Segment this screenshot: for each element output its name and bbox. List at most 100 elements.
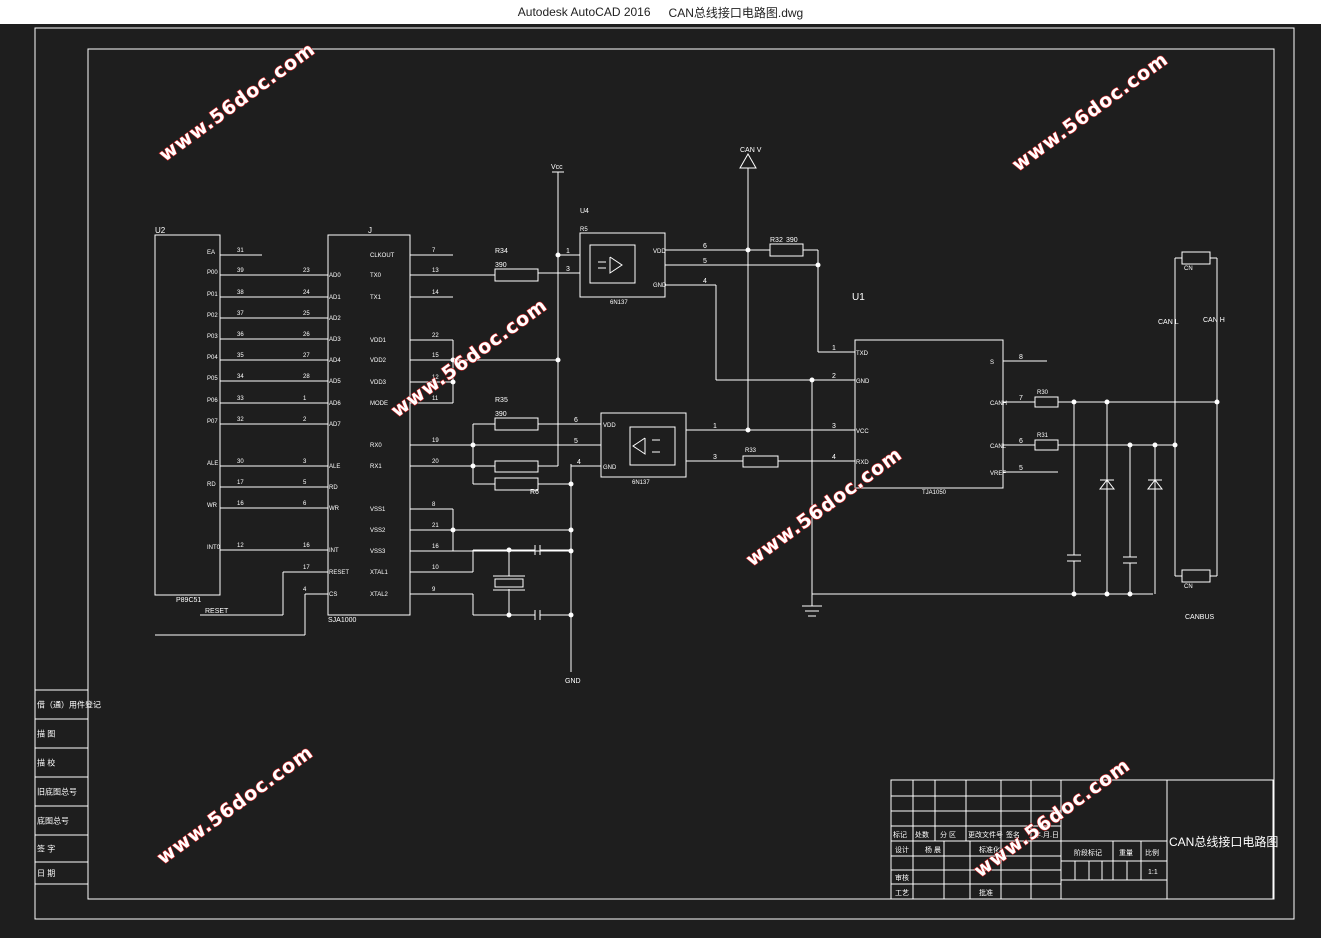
u2-pin-12: INT0: [207, 545, 221, 551]
gnd-label-left: GND: [565, 678, 581, 685]
svg-text:5: 5: [703, 258, 707, 265]
svg-text:R6: R6: [530, 489, 539, 496]
sja-left-num-10: 6: [303, 501, 307, 507]
window-title-bar: Autodesk AutoCAD 2016 CAN总线接口电路图.dwg: [0, 0, 1321, 25]
svg-text:标准化: 标准化: [979, 845, 1000, 854]
watermark-5: www.56doc.com: [153, 741, 318, 869]
sja-left-pin-0: AD0: [329, 273, 341, 279]
ic-sja1000: J SJA1000: [327, 226, 411, 624]
u2-pin-10: RD: [207, 482, 216, 488]
u2-pin-11: WR: [207, 503, 218, 509]
left-table-cell-2: 描 校: [37, 758, 55, 768]
sja-left-num-12: 17: [303, 565, 310, 571]
sja-right-pin-12: XTAL1: [370, 570, 389, 576]
can-bus-network: R30 R31: [1003, 251, 1225, 621]
svg-text:R34: R34: [495, 248, 508, 255]
outer-frame: [34, 27, 1295, 920]
tja-right-num-2: 6: [1019, 438, 1023, 445]
left-table-cell-1: 描 图: [37, 729, 55, 739]
u2-pin-num-1: 39: [237, 268, 244, 274]
u4-gnd: GND: [653, 283, 667, 289]
sja-right-num-5: 12: [432, 375, 439, 381]
sja-right-num-11: 16: [432, 544, 439, 550]
svg-text:R30: R30: [1037, 390, 1049, 396]
u2-pin-1: P00: [207, 270, 218, 276]
sja-left-num-9: 5: [303, 480, 307, 486]
sja-left-num-4: 27: [303, 353, 310, 359]
sja-right-pin-7: RX0: [370, 443, 382, 449]
u1-part: TJA1050: [922, 490, 947, 496]
watermark-4: www.56doc.com: [742, 443, 907, 571]
u2-pin-num-6: 34: [237, 374, 244, 380]
u2-pin-num-0: 31: [237, 248, 244, 254]
tja-left-pin-2: VCC: [856, 429, 869, 435]
tja-left-num-1: 2: [832, 373, 836, 380]
watermark-3: www.56doc.com: [387, 294, 552, 422]
sja-left-pin-7: AD7: [329, 422, 341, 428]
transceiver-tja1050: U1 TJA1050: [802, 292, 1153, 617]
tja-left-num-3: 4: [832, 454, 836, 461]
app-name: Autodesk AutoCAD 2016: [517, 5, 651, 19]
svg-text:6: 6: [574, 417, 578, 424]
opto-u4: U4 R5 6N137 VDD GND 1 3 6 5 4: [538, 208, 855, 381]
sja-right-num-7: 19: [432, 438, 439, 444]
u2-pin-num-3: 37: [237, 311, 244, 317]
svg-text:4: 4: [703, 278, 707, 285]
sja-right-num-0: 7: [432, 248, 436, 254]
u2-pin-5: P04: [207, 355, 218, 361]
sja-left-num-7: 2: [303, 417, 307, 423]
svg-text:4: 4: [577, 459, 581, 466]
u2-pin-num-12: 12: [237, 543, 244, 549]
svg-text:处数: 处数: [915, 830, 929, 839]
svg-text:390: 390: [495, 411, 507, 418]
sja-right-pin-8: RX1: [370, 464, 382, 470]
svg-text:R33: R33: [745, 448, 757, 454]
sja-ref: J: [368, 226, 372, 235]
sja-right-pin-6: MODE: [370, 401, 388, 407]
svg-text:审核: 审核: [895, 873, 909, 882]
u2-pin-num-8: 32: [237, 417, 244, 423]
sja-right-pin-4: VDD2: [370, 358, 387, 364]
u2-pin-4: P03: [207, 334, 218, 340]
canbus-label: CANBUS: [1185, 614, 1215, 621]
sja-right-num-9: 8: [432, 502, 436, 508]
sja-right-pin-3: VDD1: [370, 338, 387, 344]
tja-right-num-0: 8: [1019, 354, 1023, 361]
sja-left-pin-2: AD2: [329, 316, 341, 322]
svg-text:GND: GND: [603, 465, 617, 471]
tja-right-num-3: 5: [1019, 465, 1023, 472]
svg-text:1: 1: [713, 423, 717, 430]
u2-pin-7: P06: [207, 398, 218, 404]
svg-text:R31: R31: [1037, 433, 1049, 439]
sja-right-num-13: 9: [432, 587, 436, 593]
u2-pin-6: P05: [207, 376, 218, 382]
tja-left-pin-0: TXD: [856, 351, 869, 357]
sja-left-num-2: 25: [303, 311, 310, 317]
left-table-cell-0: 借（通）用件登记: [37, 700, 101, 710]
svg-text:390: 390: [786, 237, 798, 244]
data-bus-lines: [220, 274, 328, 551]
u4-ref: U4: [580, 208, 589, 215]
svg-text:1:1: 1:1: [1148, 869, 1158, 876]
u2-pin-num-11: 16: [237, 501, 244, 507]
tja-right-num-1: 7: [1019, 395, 1023, 402]
sja-right-pin-1: TX0: [370, 273, 382, 279]
vcc-rail: Vcc: [551, 164, 564, 445]
watermark-2: www.56doc.com: [1008, 48, 1173, 176]
svg-text:年.月.日: 年.月.日: [1034, 830, 1059, 839]
file-name: CAN总线接口电路图.dwg: [668, 5, 804, 20]
sja-left-pin-11: INT: [329, 548, 339, 554]
inner-frame: [87, 48, 1275, 900]
sja-left-num-1: 24: [303, 290, 310, 296]
sja-left-num-0: 23: [303, 268, 310, 274]
r35-r6: R35 390 R6: [410, 397, 571, 496]
tja-left-num-0: 1: [832, 345, 836, 352]
vcc-label: Vcc: [551, 164, 563, 171]
sja-left-pin-9: RD: [329, 485, 338, 491]
svg-text:标记: 标记: [893, 830, 907, 839]
u2-pin-num-10: 17: [237, 480, 244, 486]
r34: R34 390: [410, 248, 539, 282]
u2-ref: U2: [155, 226, 166, 235]
